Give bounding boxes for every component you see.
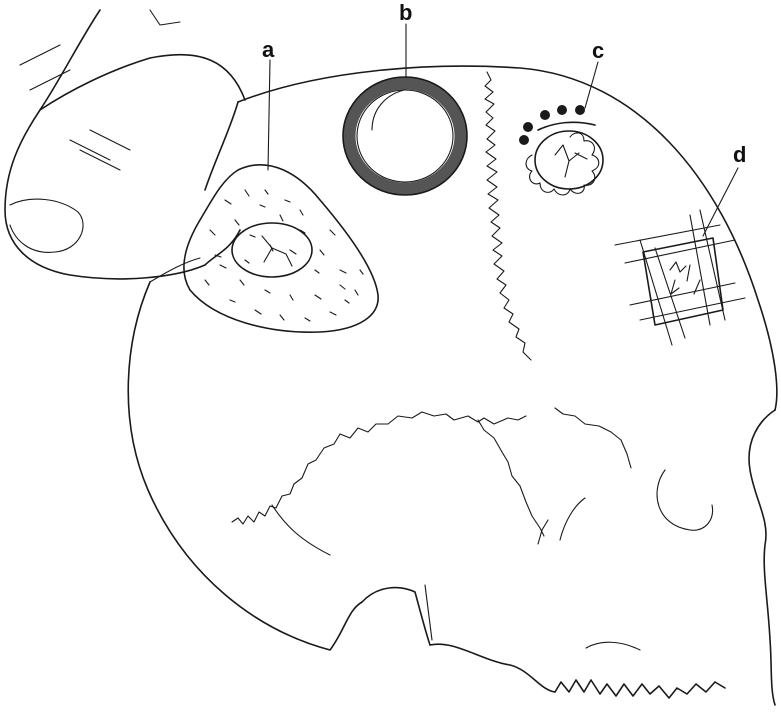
cranial-sutures xyxy=(232,72,631,544)
label-d-leader xyxy=(703,168,738,236)
label-c: c xyxy=(592,38,604,63)
holding-finger xyxy=(5,10,245,282)
squamosal-suture xyxy=(232,412,526,524)
label-a-leader xyxy=(268,60,270,170)
groove-outer-edge xyxy=(343,77,467,195)
technique-c-boring-cutting: c xyxy=(519,38,604,195)
technique-b-circular-groove: b xyxy=(343,0,467,195)
groove-ring xyxy=(349,83,461,189)
groove-inner-edge xyxy=(357,90,453,182)
technique-d-linear-cutting: d xyxy=(615,142,746,345)
technique-a-scraping: a xyxy=(184,37,378,332)
coronal-suture xyxy=(485,72,531,360)
scraped-area-outline xyxy=(184,165,378,332)
scalloped-margin xyxy=(526,133,599,195)
label-a: a xyxy=(262,37,275,62)
label-b: b xyxy=(399,0,412,25)
scraped-texture xyxy=(205,190,363,321)
label-d: d xyxy=(733,142,746,167)
